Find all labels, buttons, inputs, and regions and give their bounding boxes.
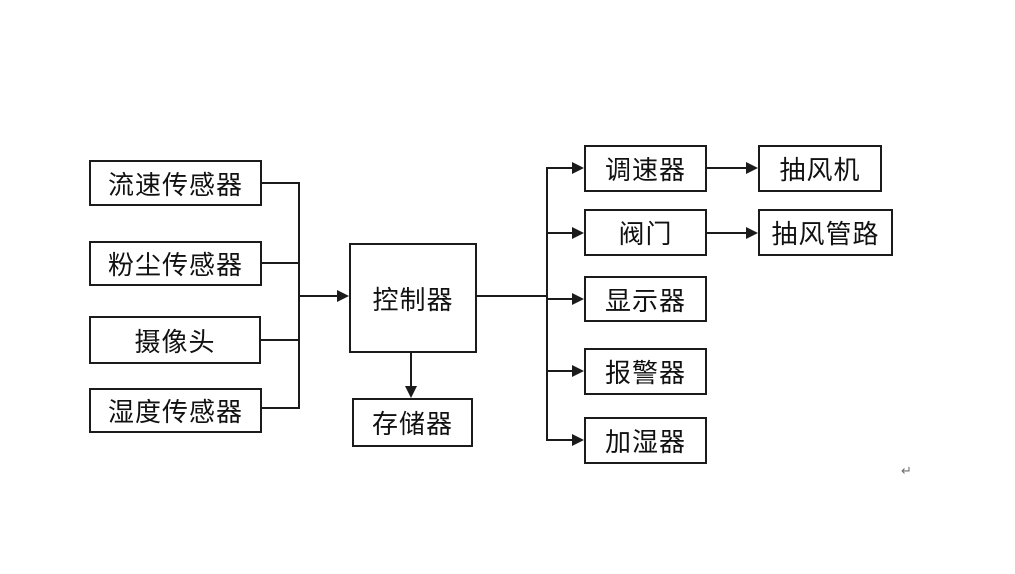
connector-controller-to-storage xyxy=(410,353,412,387)
connector-dust-sensor-to-bus xyxy=(262,262,298,264)
node-humidifier: 加湿器 xyxy=(584,417,707,464)
arrowhead-into-display xyxy=(572,293,584,305)
connector-valve-to-exhaust-duct xyxy=(707,232,747,234)
connector-controller-to-output-bus xyxy=(477,295,547,297)
node-display: 显示器 xyxy=(584,276,707,322)
output-bus-line xyxy=(546,167,548,441)
connector-bus-to-valve xyxy=(546,232,573,234)
node-storage: 存储器 xyxy=(352,398,473,447)
paragraph-return-mark: ↵ xyxy=(901,463,912,478)
node-flow-sensor: 流速传感器 xyxy=(89,160,262,206)
connector-bus-to-alarm xyxy=(546,370,573,372)
node-alarm: 报警器 xyxy=(584,348,707,395)
connector-camera-to-bus xyxy=(261,339,298,341)
arrowhead-into-valve xyxy=(572,227,584,239)
node-exhaust-duct: 抽风管路 xyxy=(758,209,893,256)
arrowhead-into-controller xyxy=(337,290,349,302)
connector-bus-to-controller xyxy=(298,295,338,297)
connector-flow-sensor-to-bus xyxy=(262,182,298,184)
node-speed-regulator: 调速器 xyxy=(584,145,707,192)
connector-speed-regulator-to-exhaust-fan xyxy=(707,167,747,169)
node-humidity-sensor: 湿度传感器 xyxy=(89,388,262,433)
node-valve: 阀门 xyxy=(584,209,707,256)
arrowhead-into-exhaust-duct xyxy=(746,227,758,239)
connector-bus-to-display xyxy=(546,298,573,300)
arrowhead-into-speed-regulator xyxy=(572,162,584,174)
connector-humidity-sensor-to-bus xyxy=(262,407,298,409)
node-controller: 控制器 xyxy=(349,243,477,353)
arrowhead-into-storage xyxy=(405,386,417,398)
connector-bus-to-humidifier xyxy=(546,439,573,441)
node-camera: 摄像头 xyxy=(89,316,261,364)
arrowhead-into-humidifier xyxy=(572,434,584,446)
arrowhead-into-exhaust-fan xyxy=(746,162,758,174)
connector-bus-to-speed-regulator xyxy=(546,167,573,169)
node-dust-sensor: 粉尘传感器 xyxy=(89,241,262,286)
node-exhaust-fan: 抽风机 xyxy=(758,145,882,192)
arrowhead-into-alarm xyxy=(572,365,584,377)
